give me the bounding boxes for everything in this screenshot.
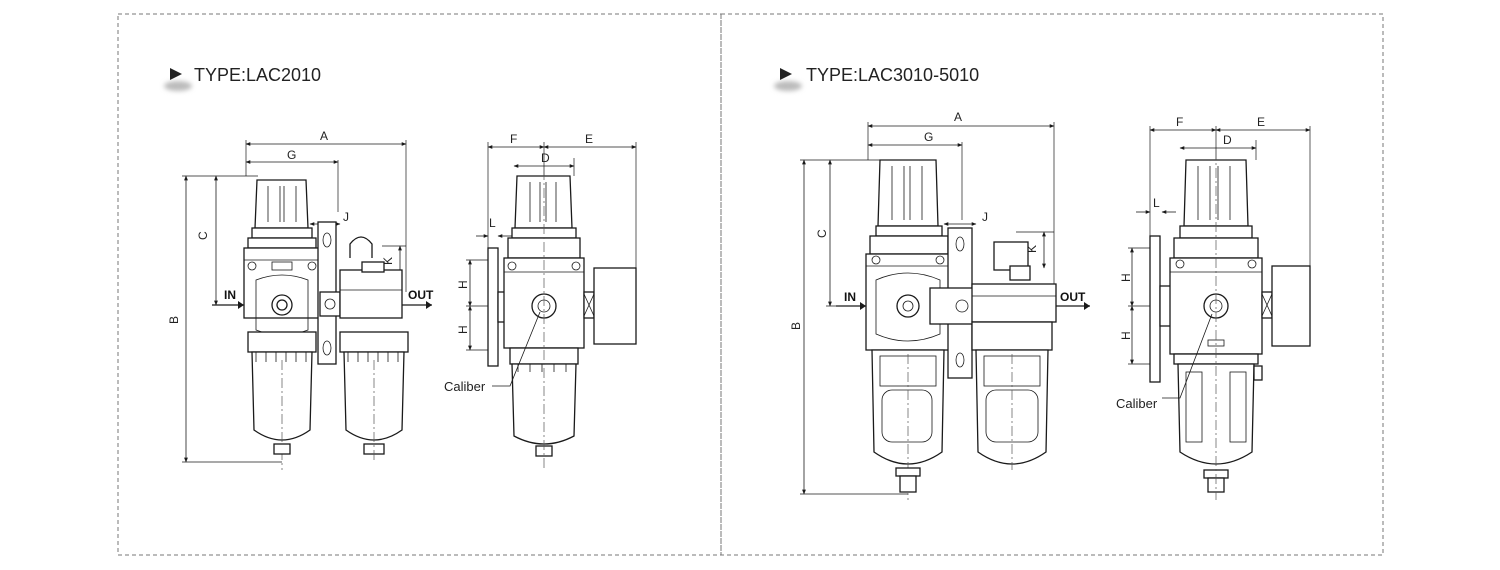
dim-label-c: C [196, 231, 210, 240]
dim-label-h2: H [456, 325, 470, 334]
dim-label-a: A [954, 110, 962, 124]
dim-label-b: B [789, 322, 803, 330]
type-title: TYPE:LAC2010 [194, 65, 321, 85]
dim-label-h2: H [1119, 331, 1133, 340]
dim-label-d: D [1223, 133, 1232, 147]
port-in-label: IN [844, 290, 856, 304]
dim-label-d: D [541, 151, 550, 165]
dim-label-f: F [1176, 115, 1183, 129]
caliber-label: Caliber [444, 379, 486, 394]
dim-label-h1: H [456, 280, 470, 289]
type-title: TYPE:LAC3010-5010 [806, 65, 979, 85]
dim-label-l: L [1153, 196, 1160, 210]
front-view-right: A G J K C B [789, 110, 1090, 500]
dim-label-k: K [1025, 245, 1039, 253]
dim-label-g: G [924, 130, 933, 144]
dim-label-k: K [381, 257, 395, 265]
port-in-label: IN [224, 288, 236, 302]
dim-label-c: C [815, 229, 829, 238]
port-out-label: OUT [408, 288, 434, 302]
side-view-right: F E D L H H [1116, 115, 1311, 500]
dim-label-j: J [982, 210, 988, 224]
dim-label-j: J [343, 210, 349, 224]
panel-left: TYPE:LAC2010 A G J K C [164, 65, 637, 470]
dim-label-b: B [167, 316, 181, 324]
panel-frame-left [117, 13, 722, 556]
dim-label-h1: H [1119, 273, 1133, 282]
title-arrow-icon [170, 68, 182, 80]
panel-frame-right [720, 13, 1384, 556]
port-out-label: OUT [1060, 290, 1086, 304]
title-shadow [774, 81, 802, 91]
dim-label-a: A [320, 129, 328, 143]
dim-label-g: G [287, 148, 296, 162]
dim-label-e: E [1257, 115, 1265, 129]
panel-right: TYPE:LAC3010-5010 A G J K C [774, 65, 1311, 500]
front-view-left: A G J K C B [167, 129, 434, 470]
title-shadow [164, 81, 192, 91]
caliber-label: Caliber [1116, 396, 1158, 411]
dim-label-e: E [585, 132, 593, 146]
dim-label-l: L [489, 216, 496, 230]
side-view-left: F E D L H H [444, 132, 637, 468]
title-arrow-icon [780, 68, 792, 80]
dim-label-f: F [510, 132, 517, 146]
